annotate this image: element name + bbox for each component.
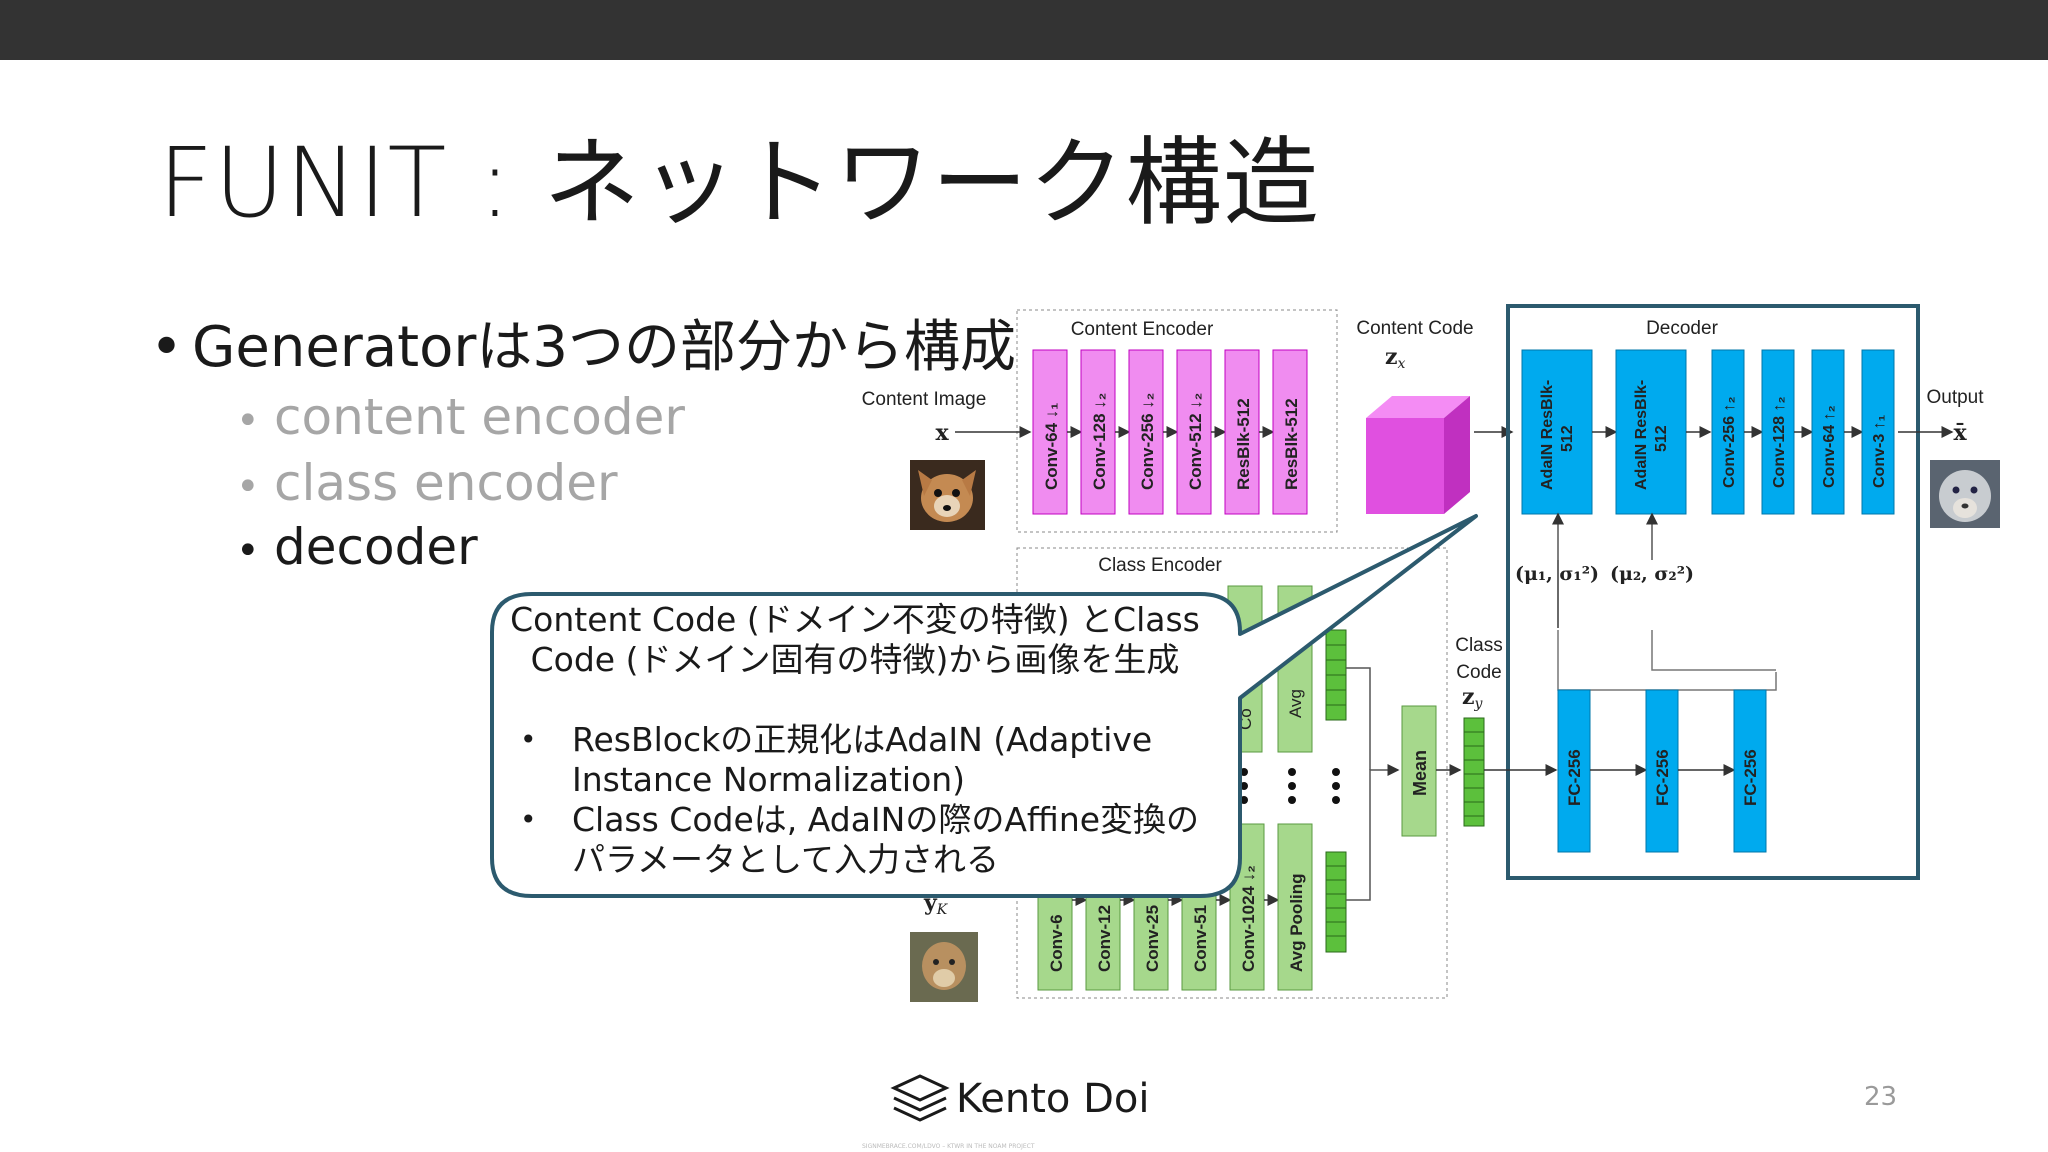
class-code-label: Code [1456,662,1501,683]
sub-bullet-text: class encoder [274,454,618,512]
content-encoder-block-label: ResBlk-512 [1234,398,1253,490]
fc-block [1733,689,1767,853]
decoder-label: Decoder [1646,318,1718,339]
bullet-dot: • [520,723,537,756]
callout-balloon [490,514,1478,898]
class-encoder-block-label: Conv-25 [1143,905,1162,972]
content-encoder-block [1080,349,1116,515]
top-bar [0,0,2048,60]
content-image-dog [910,460,985,530]
content-encoder-blocks: Conv-64 ↓₁ Conv-128 ↓₂ Conv-256 ↓₂ Conv-512… [1032,349,1308,515]
decoder-conv-block-label: Conv-64 ↑₂ [1821,405,1838,488]
sub-bullet-decoder: •decoder [236,518,478,576]
decoder-conv-block [1711,349,1745,515]
bullet-dot: • [520,803,537,836]
class-encoder-label: Class Encoder [1098,555,1222,576]
content-encoder-box [1016,309,1338,533]
adain-resblk-label: AdaIN ResBlk- [1633,380,1650,490]
adain-resblk [1521,349,1593,515]
mean-block [1401,705,1437,837]
class-code-label: Class [1455,635,1503,656]
fc-block [1645,689,1679,853]
bullet-main-text: Generatorは3つの部分から構成 [192,315,1017,380]
content-encoder-block-label: Conv-64 ↓₁ [1042,403,1061,490]
class-encoder-block-label: Conv-6 [1047,914,1066,972]
sub-bullet-content-encoder: •content encoder [236,388,685,446]
content-code-label: Content Code [1356,318,1473,339]
content-code-cube [1366,396,1470,514]
content-encoder-block-label: Conv-256 ↓₂ [1138,393,1157,490]
class-code-vector [1463,717,1485,827]
mu2-label: (μ₂, σ₂²) [1610,563,1694,585]
content-encoder-block [1272,349,1308,515]
class-encoder-block-label: Conv-1024 ↓₂ [1239,865,1258,972]
decoder-conv-block [1811,349,1845,515]
content-encoder-block [1176,349,1212,515]
class-encoder-box [1016,547,1448,999]
adain-resblk [1615,349,1687,515]
class-code-var: zy [1462,684,1484,712]
adain-resblk-label: AdaIN ResBlk- [1539,380,1556,490]
fc-block [1557,689,1591,853]
decoder-conv-block [1761,349,1795,515]
bullet-main: •Generatorは3つの部分から構成 [150,315,1017,380]
class-encoder-partial-label: Avg [1286,689,1305,718]
content-image-label: Content Image [862,389,987,410]
fc-blocks: FC-256 FC-256 FC-256 [1557,689,1767,853]
content-encoder-label: Content Encoder [1071,319,1214,340]
output-image [1930,460,2000,528]
logo-text: Kento Doi [956,1076,1150,1122]
output-label: Output [1926,387,1984,408]
content-code-var: zx [1385,344,1406,372]
callout-item: • ResBlockの正規化はAdaIN (Adaptive Instance N… [510,720,1230,800]
credit-text: SIGNMEBRACE.COM/LDVO – KTWR IN THE NOAM … [862,1143,1035,1150]
decoder-conv-block [1861,349,1895,515]
callout-text: Content Code (ドメイン不変の特徴) とClass Code (ドメ… [510,600,1230,880]
adain-resblk-label: 512 [1653,425,1670,452]
mu1-label: (μ₁, σ₁²) [1515,563,1599,585]
page-number: 23 [1864,1082,1898,1112]
decoder-box [1506,304,1920,880]
kento-doi-logo-icon [890,1074,950,1122]
decoder-conv-block-label: Conv-128 ↑₂ [1771,396,1788,488]
fc-block-label: FC-256 [1653,749,1672,806]
content-encoder-block-label: Conv-128 ↓₂ [1090,393,1109,490]
sub-bullet-text: content encoder [274,388,685,446]
adain-resblk-label: 512 [1559,425,1576,452]
decoder-conv-block-label: Conv-256 ↑₂ [1721,396,1738,488]
mean-label: Mean [1410,750,1430,796]
class-encoder-ellipsis [1240,768,1340,804]
callout-heading: Content Code (ドメイン不変の特徴) とClass Code (ドメ… [510,600,1200,679]
content-encoder-block-label: Conv-512 ↓₂ [1186,393,1205,490]
callout-item: • Class Codeは, AdaINの際のAffine変換のパラメータとして入… [510,800,1230,880]
slide-title: FUNIT : ネットワーク構造 [158,127,1320,239]
class-encoder-block-label: Avg Pooling [1287,873,1306,972]
fc-block-label: FC-256 [1565,749,1584,806]
content-image-var: x [935,420,949,446]
sub-bullet-class-encoder: •class encoder [236,454,618,512]
fc-block-label: FC-256 [1741,749,1760,806]
class-encoder-block [1277,823,1313,991]
decoder-conv-block-label: Conv-3 ↑₁ [1871,414,1888,488]
class-encoder-block-label: Conv-51 [1191,905,1210,972]
class-encoder-blocks: Conv-6 Conv-12 Conv-25 Conv-51 Conv-1024 ↓₂ A… [1037,823,1313,991]
class-encoder-block-label: Conv-12 [1095,905,1114,972]
output-var: x̄ [1953,420,1967,446]
class-encoder-block [1229,823,1265,991]
callout-item-text: Class Codeは, AdaINの際のAffine変換のパラメータとして入力… [572,800,1200,879]
callout-item-text: ResBlockの正規化はAdaIN (Adaptive Instance No… [572,720,1153,799]
sub-bullet-text: decoder [274,518,478,576]
content-encoder-block-label: ResBlk-512 [1282,398,1301,490]
class-image-cougar [910,932,978,1002]
